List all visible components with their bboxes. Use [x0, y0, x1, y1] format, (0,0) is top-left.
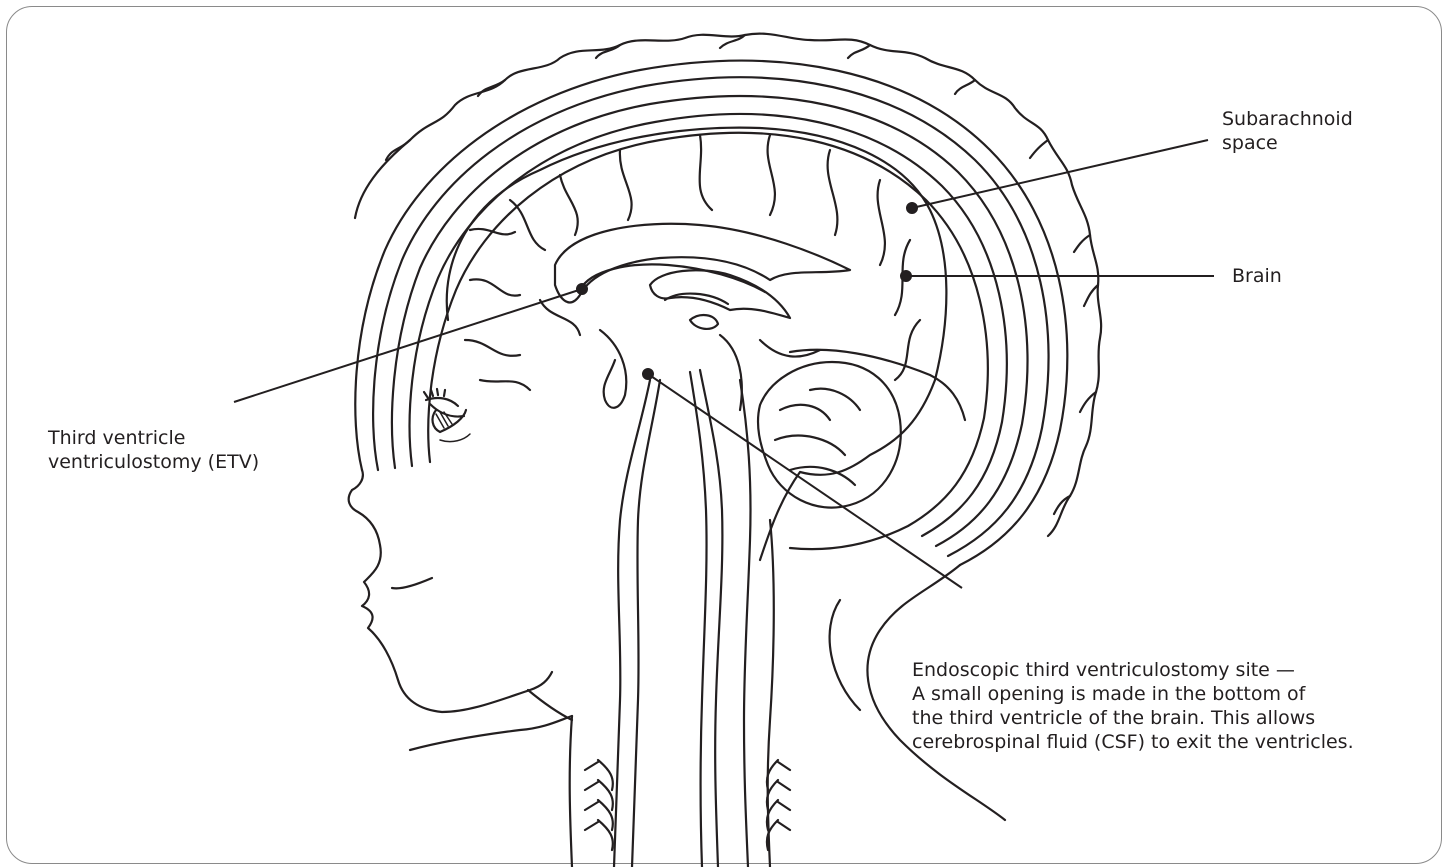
leader-subarachnoid [912, 140, 1208, 208]
point-third-ventricle [577, 284, 587, 294]
label-line: ventriculostomy (ETV) [48, 450, 259, 474]
label-line: Endoscopic third ventriculostomy site — [912, 658, 1354, 682]
spinal-cord-front [614, 380, 650, 867]
dura-outer [410, 114, 1007, 536]
eye-lashes [424, 389, 445, 398]
label-line: Subarachnoid [1222, 107, 1353, 131]
neck-front [570, 716, 572, 867]
spinal-cord-back [700, 370, 722, 867]
scalp-outline [355, 61, 1067, 565]
jaw-line [528, 690, 572, 720]
label-etv-site: Endoscopic third ventriculostomy site — … [912, 658, 1354, 754]
third-ventricle-region [650, 270, 790, 318]
hair-outline [355, 34, 1101, 536]
label-brain: Brain [1232, 264, 1282, 288]
label-subarachnoid-space: Subarachnoid space [1222, 107, 1353, 155]
label-line: cerebrospinal fluid (CSF) to exit the ve… [912, 730, 1354, 754]
vertebrae [598, 760, 778, 850]
point-etv-site [643, 369, 653, 379]
dura-inner [428, 133, 987, 549]
label-line: A small opening is made in the bottom of [912, 682, 1354, 706]
skull-inner [392, 96, 1028, 546]
label-line: space [1222, 131, 1353, 155]
label-line: Third ventricle [48, 426, 259, 450]
label-line: the third ventricle of the brain. This a… [912, 706, 1354, 730]
point-subarachnoid [907, 203, 917, 213]
label-third-ventricle: Third ventricle ventriculostomy (ETV) [48, 426, 259, 474]
corpus-callosum [555, 224, 850, 303]
cerebellum [758, 362, 901, 508]
chin-line [410, 716, 572, 750]
mouth-line [392, 578, 432, 588]
face-profile [349, 470, 552, 712]
point-brain [901, 271, 911, 281]
